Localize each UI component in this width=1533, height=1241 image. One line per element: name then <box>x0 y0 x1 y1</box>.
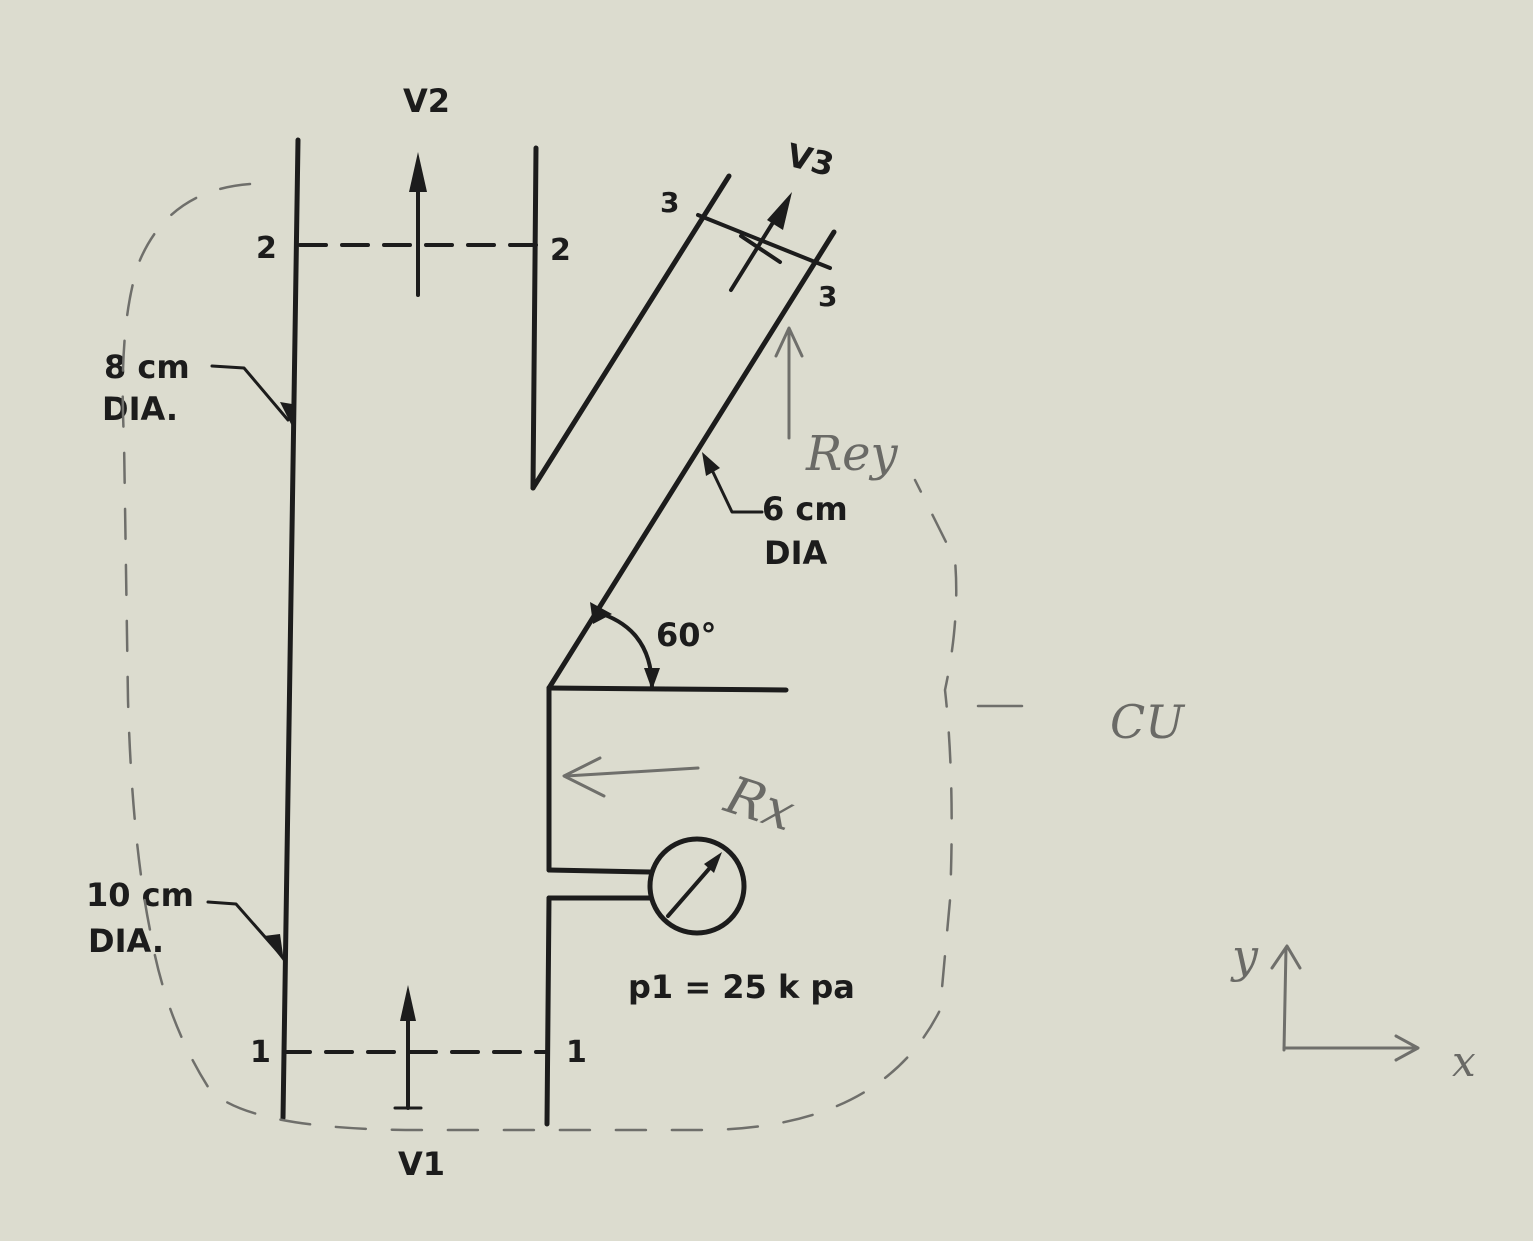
dia-6-label-line1: 6 cm <box>762 490 848 528</box>
dia-10-leader-tip <box>264 934 284 962</box>
dia-6-label-line2: DIA <box>764 534 827 572</box>
v2-arrowhead <box>409 152 427 192</box>
gauge-needle-arrowhead <box>704 852 722 873</box>
rey-label: Rey <box>805 426 899 482</box>
dia-10-leader <box>206 900 282 956</box>
gauge-tap-upper <box>546 867 653 875</box>
section-3-tick <box>739 234 782 264</box>
y-axis-line <box>1282 946 1288 1052</box>
section-lines <box>282 213 832 1054</box>
printed-labels: V2 V3 V1 2 2 1 1 3 3 8 cm DIA. 10 cm DIA… <box>86 82 855 1183</box>
rey-arrowhead <box>774 326 804 358</box>
angle-reference-line <box>546 685 789 693</box>
rx-label: Rx <box>717 765 802 844</box>
dia-6-leader <box>710 468 764 514</box>
angle-indicator <box>590 602 660 690</box>
right-wall-lower <box>544 895 552 1127</box>
outlet-2-right-wall <box>530 145 539 491</box>
station-1-right-label: 1 <box>566 1035 587 1070</box>
y-axis-arrowhead <box>1270 944 1302 970</box>
dia-8-leader <box>210 364 290 422</box>
dia-10-label-line2: DIA. <box>88 922 164 960</box>
angle-arc-tip-upper <box>590 602 612 624</box>
dia-8-leader-tip <box>280 402 294 430</box>
v3-label: V3 <box>783 136 838 184</box>
station-3-bottom-label: 3 <box>818 280 837 313</box>
v3-arrowhead <box>767 192 792 230</box>
dia-10-label-line1: 10 cm <box>86 876 194 914</box>
section-3-line <box>696 213 832 270</box>
dia-8-label-line2: DIA. <box>102 390 178 428</box>
angle-label: 60° <box>656 616 717 654</box>
pressure-gauge <box>647 836 747 936</box>
angle-arc <box>594 610 654 690</box>
station-2-left-label: 2 <box>256 231 277 266</box>
velocity-arrows <box>393 152 792 1110</box>
rx-arrowhead <box>562 756 606 798</box>
station-2-right-label: 2 <box>550 233 571 268</box>
dia-6-leader-tip <box>702 452 720 476</box>
station-3-top-label: 3 <box>660 186 679 219</box>
gauge-needle <box>666 860 717 918</box>
v1-arrowhead <box>400 985 416 1021</box>
x-axis-arrowhead <box>1394 1034 1420 1062</box>
v1-label: V1 <box>398 1145 445 1183</box>
gauge-dial <box>647 836 747 936</box>
dia-8-label-line1: 8 cm <box>104 348 190 386</box>
branch-upper-wall <box>530 173 732 491</box>
pipe-walls <box>280 137 837 1127</box>
station-1-left-label: 1 <box>250 1035 271 1070</box>
cv-label: CU <box>1110 695 1186 749</box>
rx-arrow-shaft <box>564 766 700 778</box>
x-axis-label: x <box>1452 1037 1476 1086</box>
diameter-leaders <box>206 364 764 962</box>
y-axis-label: y <box>1230 929 1259 983</box>
pressure-label: p1 = 25 k pa <box>628 968 855 1006</box>
angle-arc-tip-lower <box>644 668 660 690</box>
v2-label: V2 <box>403 82 450 120</box>
left-pipe-wall <box>280 137 301 1121</box>
